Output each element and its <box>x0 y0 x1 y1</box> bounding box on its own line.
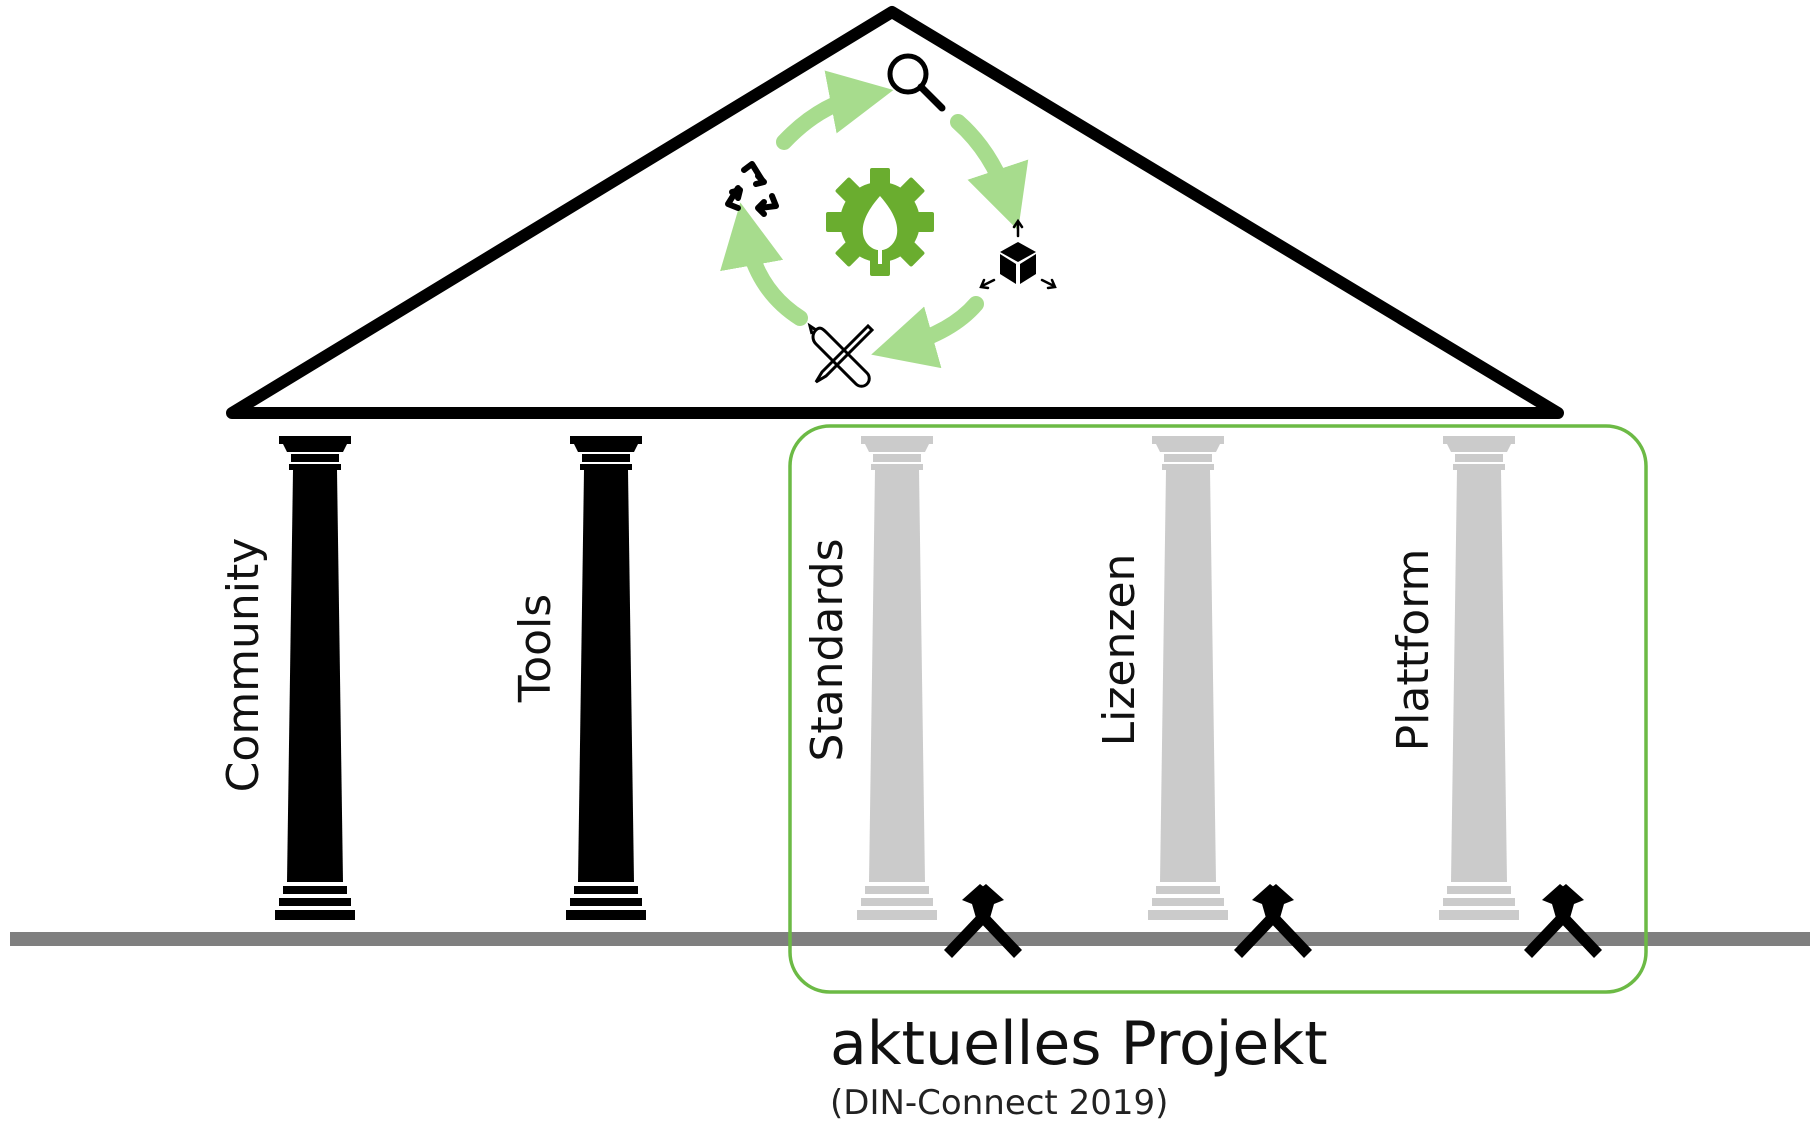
pillar-label: Plattform <box>1388 549 1439 752</box>
cycle-arrow <box>871 296 984 369</box>
gear-leaf-icon <box>826 168 934 276</box>
temple-roof <box>226 6 1564 419</box>
project-subtitle: (DIN-Connect 2019) <box>830 1083 1168 1123</box>
development-cycle <box>720 53 1057 388</box>
tools-icon <box>807 322 875 388</box>
cycle-arrow <box>950 114 1029 231</box>
pillar-label: Tools <box>510 594 561 703</box>
pillar-label: Lizenzen <box>1094 554 1145 747</box>
hammers-icon <box>1524 884 1602 958</box>
hammers-icon <box>1234 884 1312 958</box>
pillar-standards: Standards <box>802 436 937 920</box>
search-icon <box>887 53 946 112</box>
cycle-arrow <box>776 70 894 150</box>
ground-line <box>10 932 1810 946</box>
hammers-icon <box>944 884 1022 958</box>
box-icon <box>979 218 1057 290</box>
cycle-arrow <box>720 202 808 326</box>
pillar-plattform: Plattform <box>1388 436 1519 920</box>
pillar-label: Community <box>218 538 269 793</box>
pillar-label: Standards <box>802 538 853 761</box>
pillar-lizenzen: Lizenzen <box>1094 436 1228 920</box>
recycle-icon <box>725 161 779 217</box>
pillar-community: Community <box>218 436 355 920</box>
cycle-arrows <box>720 70 1029 369</box>
current-project-frame <box>788 424 1648 994</box>
project-title: aktuelles Projekt <box>830 1009 1328 1079</box>
pillar-tools: Tools <box>510 436 646 920</box>
